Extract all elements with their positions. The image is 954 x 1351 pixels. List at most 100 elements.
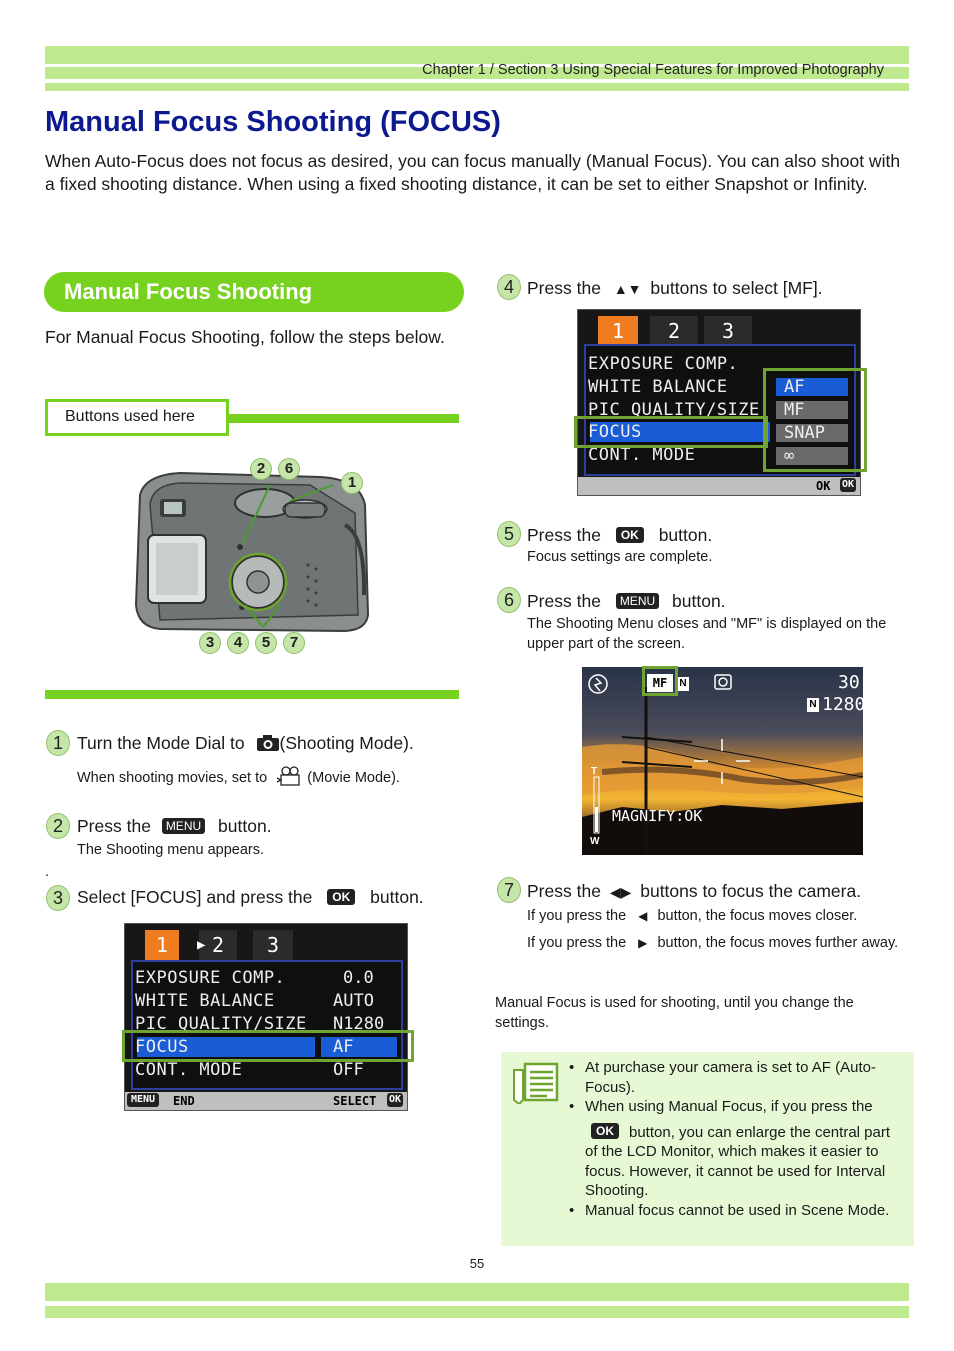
note-list: At purchase your camera is set to AF (Au… [569,1058,902,1220]
mf-indicator-frame [642,666,678,696]
up-down-arrows-icon: ▲▼ [613,281,642,297]
step-7-text: Press the ◀▶ buttons to focus the camera… [527,881,862,901]
step-7-sub-1: If you press the ◀ button, the focus mov… [527,908,858,924]
left-arrow-icon: ◀ [638,909,648,923]
menu2-row-focus: FOCUS [588,422,642,442]
step-6-number: 6 [497,587,521,613]
focus-row-frame [122,1030,414,1062]
menu2-row-pic-quality: PIC QUALITY/SIZE [588,400,760,420]
buttons-used-label: Buttons used here [65,408,195,425]
page-title: Manual Focus Shooting (FOCUS) [45,106,501,138]
step-6-text: Press the MENU button. [527,591,726,611]
footer-menu-glyph: MENU [127,1093,160,1107]
ok-button-glyph: OK [327,889,356,905]
step-4-number: 4 [497,274,521,300]
divider-line [229,414,459,423]
note-box: At purchase your camera is set to AF (Au… [501,1052,914,1246]
image-size: 1280 [822,694,866,715]
step-7-number: 7 [497,877,521,903]
quality-n-icon-2: N [807,698,819,712]
menu2-tab-1: 1 [598,316,638,346]
menu-row-cont-mode: CONT. MODE [135,1060,243,1080]
callout-6: 6 [278,458,300,480]
section-divider [45,690,459,699]
callout-lines [228,484,334,628]
menu-value-focus: AF [333,1037,354,1057]
menu-value-cont-mode: OFF [333,1060,364,1080]
menu2-footer-ok-glyph: OK [839,478,856,492]
focus-option-snap: SNAP [776,424,848,442]
memo-icon [513,1062,559,1104]
section-heading: Manual Focus Shooting [64,279,313,304]
buttons-used-label-box: Buttons used here [45,399,229,436]
note-item-1: At purchase your camera is set to AF (Au… [569,1058,902,1097]
step-2-text: Press the MENU button. [77,816,272,836]
focus-option-af: AF [776,378,848,396]
quality-n-icon: N [677,677,689,691]
callout-1: 1 [341,472,363,494]
zoom-w-label: W [590,836,600,847]
callout-2: 2 [250,458,272,480]
movie-mode-icon [276,766,300,786]
menu-row-exposure: EXPOSURE COMP. [135,968,286,988]
step-1-text: Turn the Mode Dial to (Shooting Mode). [77,733,414,753]
header-band-bottom [45,83,909,91]
step-3-text: Select [FOCUS] and press the OK button. [77,887,424,907]
chapter-heading: Chapter 1 / Section 3 Using Special Feat… [422,62,884,78]
page-number: 55 [469,1256,485,1271]
menu2-tab-3: 3 [704,316,752,346]
section-heading-pill: Manual Focus Shooting [44,272,464,312]
menu-row-white-balance: WHITE BALANCE [135,991,275,1011]
callout-5: 5 [255,632,277,654]
footer-band-top [45,1283,909,1301]
menu-value-pic-quality: N1280 [333,1014,385,1034]
menu-button-glyph-6: MENU [615,593,660,609]
header-band-mid [45,67,909,79]
ok-button-glyph-5: OK [615,527,644,543]
intro-paragraph: When Auto-Focus does not focus as desire… [45,151,901,194]
lcd-shooting-menu: 1 ▶2 3 EXPOSURE COMP. WHITE BALANCE PIC … [124,923,408,1111]
header-band-top [45,46,909,64]
menu-button-glyph: MENU [161,818,206,834]
step-4-text: Press the ▲▼ buttons to select [MF]. [527,278,823,298]
menu-tab-3: 3 [253,930,293,960]
menu2-row-white-balance: WHITE BALANCE [588,377,728,397]
menu-tab-2: ▶2 [197,930,237,960]
menu-value-white-balance: AUTO [333,991,374,1011]
focus-value-highlight [321,1037,397,1057]
focus-label-frame [574,416,768,448]
menu-row-pic-quality: PIC QUALITY/SIZE [135,1014,307,1034]
step-1-number: 1 [46,730,70,756]
camera-mode-icon [256,735,279,751]
menu-tab-1: 1 [145,930,179,960]
focus-row-highlight [137,1037,315,1057]
callout-7: 7 [283,632,305,654]
menu-panel [131,960,403,1090]
menu2-row-cont-mode: CONT. MODE [588,445,696,465]
step-5-number: 5 [497,521,521,547]
section-lead: For Manual Focus Shooting, follow the st… [45,327,445,347]
step-3-number: 3 [46,885,70,911]
note-item-3: Manual focus cannot be used in Scene Mod… [569,1201,902,1221]
menu2-footer: OK OK [578,477,860,495]
step-6-sub: The Shooting Menu closes and "MF" is dis… [527,616,887,652]
camera-illustration [134,471,370,633]
callout-3: 3 [199,632,221,654]
lcd-photo-preview [582,667,863,855]
shots-remaining: 30 [838,672,860,693]
callout-4: 4 [227,632,249,654]
step-2-number: 2 [46,813,70,839]
menu2-row-exposure: EXPOSURE COMP. [588,354,739,374]
step-7-sub-2: If you press the ▶ button, the focus mov… [527,935,899,951]
footer-ok-glyph: OK [386,1093,403,1107]
step-2-sub: The Shooting menu appears. [77,842,265,858]
magnify-label: MAGNIFY:OK [612,807,703,825]
menu-footer: MENU END SELECT OK [125,1092,407,1110]
mf-indicator: MF [647,674,673,692]
footer-band-bottom [45,1306,909,1318]
menu2-tab-2: 2 [650,316,698,346]
left-right-arrows-icon: ◀▶ [609,884,632,900]
step-5-text: Press the OK button. [527,525,713,545]
closing-paragraph: Manual Focus is used for shooting, until… [495,995,854,1031]
stray-dot: . [45,864,50,880]
